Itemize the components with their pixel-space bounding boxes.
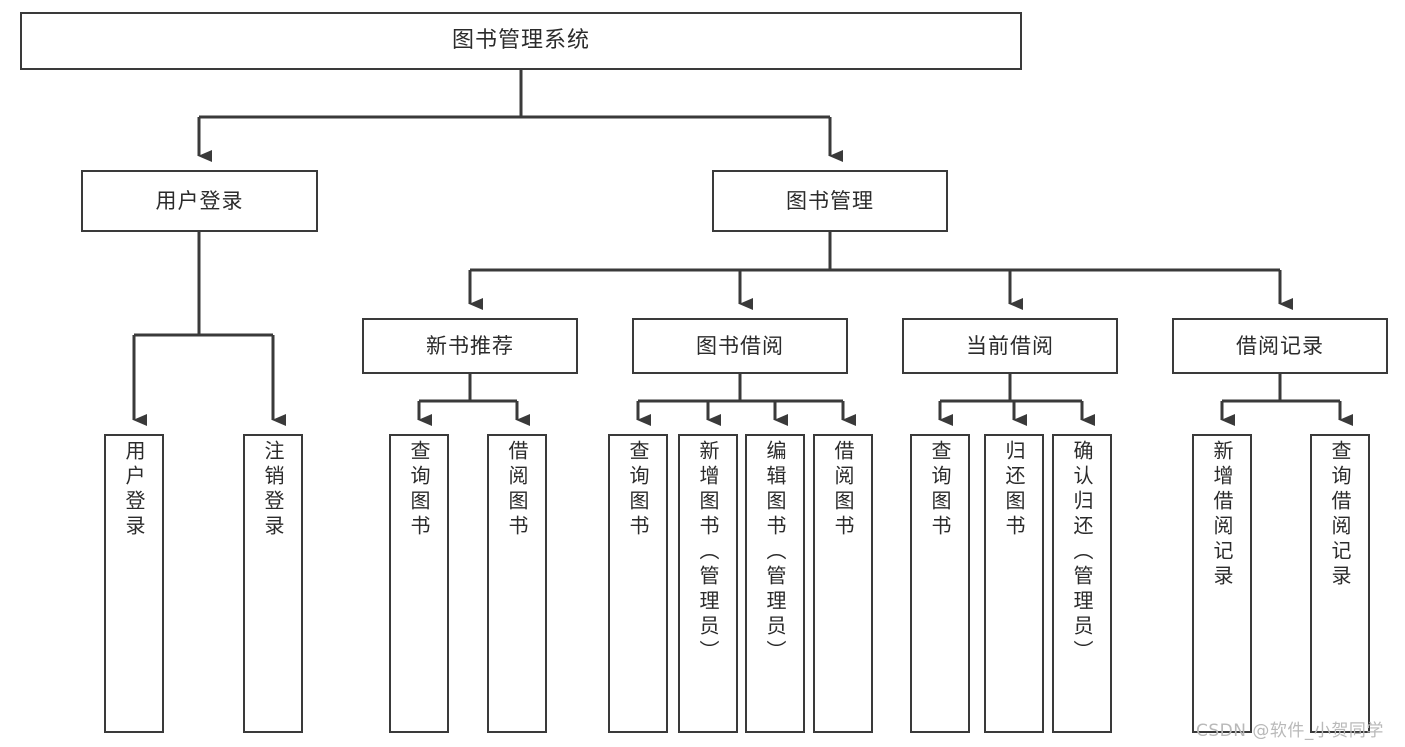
- leaf-confirm-return[interactable]: 确认归还（管理员）: [1052, 434, 1112, 733]
- node-root-label: 图书管理系统: [451, 28, 590, 54]
- leaf-edit-book-label: 编辑图书（管理员）: [763, 440, 787, 665]
- leaf-query-book-1[interactable]: 查询图书: [389, 434, 449, 733]
- leaf-user-login-label: 用户登录: [122, 440, 146, 540]
- leaf-query-book-2[interactable]: 查询图书: [608, 434, 668, 733]
- leaf-borrow-book-2-label: 借阅图书: [831, 440, 855, 540]
- csdn-watermark: CSDN @软件_小贺同学: [1196, 721, 1384, 741]
- connectors-bookborrow-to-leaves: [636, 374, 856, 426]
- leaf-query-book-1-label: 查询图书: [407, 440, 431, 540]
- leaf-borrow-book-2[interactable]: 借阅图书: [813, 434, 873, 733]
- node-book-borrow[interactable]: 图书借阅: [632, 318, 848, 374]
- node-current-borrow-label: 当前借阅: [966, 333, 1054, 358]
- node-new-book-rec-label: 新书推荐: [426, 333, 514, 358]
- leaf-add-book-label: 新增图书（管理员）: [696, 440, 720, 665]
- leaf-query-book-3-label: 查询图书: [928, 440, 952, 540]
- leaf-query-record-label: 查询借阅记录: [1328, 440, 1352, 590]
- node-current-borrow[interactable]: 当前借阅: [902, 318, 1118, 374]
- leaf-return-book[interactable]: 归还图书: [984, 434, 1044, 733]
- node-book-manage-label: 图书管理: [786, 188, 874, 213]
- leaf-edit-book[interactable]: 编辑图书（管理员）: [745, 434, 805, 733]
- leaf-return-book-label: 归还图书: [1002, 440, 1026, 540]
- leaf-user-logout[interactable]: 注销登录: [243, 434, 303, 733]
- node-user-login-label: 用户登录: [155, 188, 244, 213]
- leaf-add-book[interactable]: 新增图书（管理员）: [678, 434, 738, 733]
- node-book-borrow-label: 图书借阅: [696, 333, 784, 358]
- connectors-bookmanage-to-level2: [468, 232, 1293, 310]
- leaf-confirm-return-label: 确认归还（管理员）: [1070, 440, 1094, 665]
- node-new-book-rec[interactable]: 新书推荐: [362, 318, 578, 374]
- connectors-userlogin-to-leaves: [132, 232, 286, 426]
- leaf-add-record-label: 新增借阅记录: [1210, 440, 1234, 590]
- leaf-user-login[interactable]: 用户登录: [104, 434, 164, 733]
- leaf-user-logout-label: 注销登录: [261, 440, 285, 540]
- leaf-query-book-3[interactable]: 查询图书: [910, 434, 970, 733]
- node-book-manage[interactable]: 图书管理: [712, 170, 948, 232]
- node-borrow-record[interactable]: 借阅记录: [1172, 318, 1388, 374]
- connectors-root-to-level1: [197, 70, 843, 162]
- leaf-query-book-2-label: 查询图书: [626, 440, 650, 540]
- leaf-borrow-book-1[interactable]: 借阅图书: [487, 434, 547, 733]
- leaf-query-record[interactable]: 查询借阅记录: [1310, 434, 1370, 733]
- connectors-currentborrow-to-leaves: [938, 374, 1095, 426]
- node-borrow-record-label: 借阅记录: [1236, 333, 1324, 358]
- leaf-borrow-book-1-label: 借阅图书: [505, 440, 529, 540]
- connectors-newbookrec-to-leaves: [417, 374, 530, 426]
- connectors-borrowrecord-to-leaves: [1220, 374, 1353, 426]
- node-root[interactable]: 图书管理系统: [20, 12, 1022, 70]
- node-user-login[interactable]: 用户登录: [81, 170, 318, 232]
- leaf-add-record[interactable]: 新增借阅记录: [1192, 434, 1252, 733]
